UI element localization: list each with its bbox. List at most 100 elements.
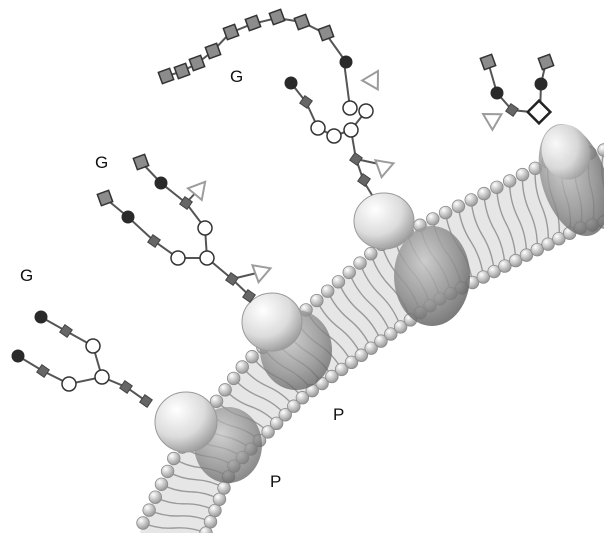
lipid-head <box>342 265 356 280</box>
lipid-head <box>597 143 604 157</box>
lipid-tail <box>316 300 362 356</box>
open-arrowhead <box>373 159 396 180</box>
link-square <box>299 95 313 109</box>
link-square <box>242 289 256 303</box>
lipid-head <box>148 490 163 504</box>
lipid-tails <box>142 149 604 533</box>
glycan-long-chain-backbone <box>165 16 347 77</box>
sugar-square <box>479 53 497 71</box>
link-square <box>357 173 371 187</box>
lipid-head <box>334 362 349 377</box>
link-square <box>59 324 73 338</box>
label-p-lower: P <box>270 472 281 491</box>
sugar-square <box>268 8 286 26</box>
link-square <box>179 196 193 210</box>
lipid-head <box>353 256 367 270</box>
lipid-head <box>331 275 346 289</box>
lipid-tail <box>233 377 286 416</box>
protein-lower-cap <box>154 391 218 453</box>
open-sugar-circle <box>85 338 101 354</box>
protein-upper-cap <box>353 192 415 250</box>
lipid-head <box>530 242 544 257</box>
protein-middle <box>241 292 332 390</box>
glycan-middle <box>104 161 266 299</box>
protein-lower <box>154 391 262 483</box>
lipid-head <box>212 492 227 506</box>
lipid-head <box>245 350 259 364</box>
lipid-head <box>364 341 378 355</box>
protein-right <box>538 123 604 237</box>
dark-sugar-circle <box>339 55 353 69</box>
lipid-head <box>508 253 523 268</box>
lipid-head <box>217 481 231 495</box>
lipid-tail <box>337 281 382 342</box>
lipid-head <box>438 205 453 220</box>
sugar-square <box>293 13 311 31</box>
lipid-head <box>209 394 224 408</box>
lipid-head <box>552 232 566 246</box>
open-sugar-circle <box>61 376 77 392</box>
lipid-head <box>325 369 339 384</box>
lipid-tail <box>167 470 225 489</box>
lipid-head <box>218 383 232 397</box>
lipid-head <box>393 320 408 334</box>
lipid-head <box>295 391 310 405</box>
protein-upper-body <box>394 226 470 326</box>
lipid-tail <box>359 262 402 328</box>
label-g-mid: G <box>95 153 108 172</box>
lipid-tail <box>326 290 372 349</box>
glycan-middle-links <box>104 161 266 299</box>
lipid-tail <box>241 366 295 407</box>
open-sugar-circle <box>326 128 342 144</box>
link-square <box>225 272 239 286</box>
link-square <box>349 152 363 166</box>
lipid-tail <box>483 193 506 267</box>
lipid-tail <box>496 187 517 261</box>
dark-sugar-circle <box>490 86 504 100</box>
lipid-tail <box>457 206 484 278</box>
dark-sugar-circle <box>34 310 48 324</box>
lipid-head <box>344 355 359 370</box>
link-square <box>139 394 153 408</box>
sugar-square <box>132 153 150 171</box>
lipid-head <box>154 477 169 492</box>
lipid-head <box>320 284 335 298</box>
lipid-head <box>310 293 324 308</box>
open-sugar-circle <box>342 100 358 116</box>
lipid-tail <box>348 272 392 335</box>
protein-upper <box>353 192 470 326</box>
lipid-tail <box>148 509 211 523</box>
lipid-head <box>167 451 181 466</box>
open-sugar-circle <box>94 369 110 385</box>
lipid-head <box>476 270 490 284</box>
lipid-head <box>374 334 388 348</box>
lipid-head <box>287 399 301 413</box>
link-square <box>147 234 161 248</box>
lipid-head <box>269 416 284 431</box>
lipid-tail <box>161 483 220 500</box>
sugar-square <box>188 54 206 72</box>
open-arrowhead <box>250 264 273 285</box>
protein-middle-cap <box>241 292 303 352</box>
sugar-square <box>204 42 222 60</box>
lipid-head <box>541 237 555 251</box>
lipid-head <box>160 464 175 479</box>
lipid-head <box>451 199 466 213</box>
open-sugar-diamond <box>525 98 553 126</box>
sugar-square <box>244 14 262 32</box>
lipid-head <box>136 516 150 530</box>
glycan-chains <box>11 8 555 408</box>
lipid-tail <box>154 496 216 512</box>
dark-sugar-circle <box>121 210 135 224</box>
lipid-head <box>226 371 241 386</box>
lipid-head <box>142 503 156 517</box>
label-p-upper: P <box>333 405 344 424</box>
protein-right-cap <box>541 124 591 180</box>
sugar-square <box>222 23 240 41</box>
sugar-square <box>537 53 555 71</box>
lipid-tail <box>142 522 207 533</box>
dark-sugar-circle <box>284 76 298 90</box>
dark-sugar-circle <box>534 77 548 91</box>
open-sugar-circle <box>199 250 215 266</box>
